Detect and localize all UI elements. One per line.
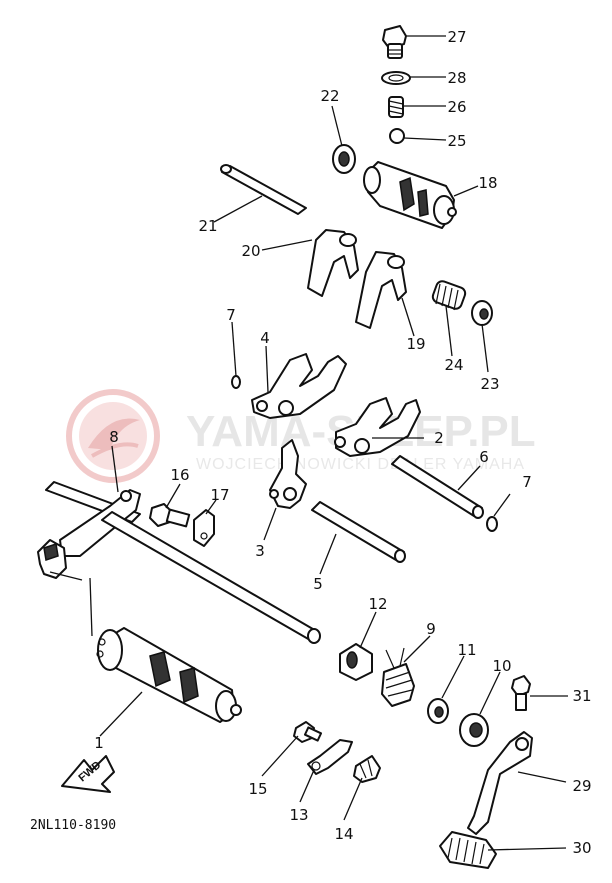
watermark-logo <box>66 389 160 483</box>
part-26-spring <box>388 96 404 118</box>
part-1-shift-drum <box>96 627 242 723</box>
part-7-clip <box>231 375 241 389</box>
part-7-clip-lower <box>486 516 498 532</box>
part-29-shift-pedal <box>467 731 533 835</box>
callout-10: 10 <box>492 657 511 675</box>
part-17-plate <box>193 509 215 547</box>
callout-13: 13 <box>289 806 308 824</box>
callout-30: 30 <box>572 839 591 857</box>
part-24-spring <box>431 280 467 311</box>
part-19-fork <box>355 251 407 329</box>
callout-7-upper: 7 <box>226 306 236 324</box>
callout-20: 20 <box>241 242 260 260</box>
callout-8: 8 <box>109 428 119 446</box>
part-12-collar <box>339 643 373 681</box>
callout-11: 11 <box>457 641 476 659</box>
part-11-washer <box>427 698 449 724</box>
part-27-bolt <box>382 25 407 59</box>
callout-3: 3 <box>255 542 265 560</box>
callout-14: 14 <box>334 825 353 843</box>
part-23-washer <box>471 300 493 326</box>
part-9-spring <box>381 647 415 707</box>
part-16-bolt <box>149 503 191 528</box>
callout-12: 12 <box>368 595 387 613</box>
part-31-bolt <box>511 675 531 711</box>
part-4-fork <box>251 353 347 419</box>
part-2-fork <box>334 397 421 457</box>
callout-26: 26 <box>447 98 466 116</box>
callout-6: 6 <box>479 448 489 466</box>
callout-28: 28 <box>447 69 466 87</box>
leader-lines <box>49 35 568 851</box>
callout-18: 18 <box>478 174 497 192</box>
callout-15: 15 <box>248 780 267 798</box>
callout-27: 27 <box>447 28 466 46</box>
callouts: 27 28 26 25 22 18 21 20 19 24 23 7 4 2 6… <box>94 28 591 857</box>
drawing-code: 2NL110-8190 <box>30 818 116 833</box>
callout-24: 24 <box>444 356 463 374</box>
callout-19: 19 <box>406 335 425 353</box>
part-6-rod <box>391 455 484 519</box>
callout-22: 22 <box>320 87 339 105</box>
callout-9: 9 <box>426 620 436 638</box>
part-28-washer <box>381 71 411 85</box>
callout-16: 16 <box>170 466 189 484</box>
part-15-bolt <box>293 721 323 743</box>
part-18-segment <box>363 161 457 229</box>
part-20-fork <box>307 229 359 297</box>
fwd-arrow-icon: FWD <box>61 755 115 793</box>
callout-17: 17 <box>210 486 229 504</box>
part-13-lever <box>307 739 353 775</box>
callout-21: 21 <box>198 217 217 235</box>
callout-5: 5 <box>313 575 323 593</box>
callout-23: 23 <box>480 375 499 393</box>
part-21-rod <box>220 164 307 215</box>
callout-7-lower: 7 <box>522 473 532 491</box>
part-8-shift-shaft <box>37 481 321 644</box>
part-5-rod <box>311 501 406 563</box>
part-3-fork <box>269 439 307 509</box>
part-22-bearing <box>332 144 356 174</box>
callout-25: 25 <box>447 132 466 150</box>
part-14-spring <box>353 755 381 783</box>
part-30-rubber <box>439 831 497 869</box>
callout-2: 2 <box>434 429 444 447</box>
callout-4: 4 <box>260 329 270 347</box>
callout-1: 1 <box>94 734 104 752</box>
watermark-subtitle: WOJCIECH NOWICKI DEALER YAMAHA <box>196 456 525 473</box>
part-25-ball <box>389 128 405 144</box>
callout-29: 29 <box>572 777 591 795</box>
callout-31: 31 <box>572 687 591 705</box>
part-10-seal <box>459 713 489 747</box>
